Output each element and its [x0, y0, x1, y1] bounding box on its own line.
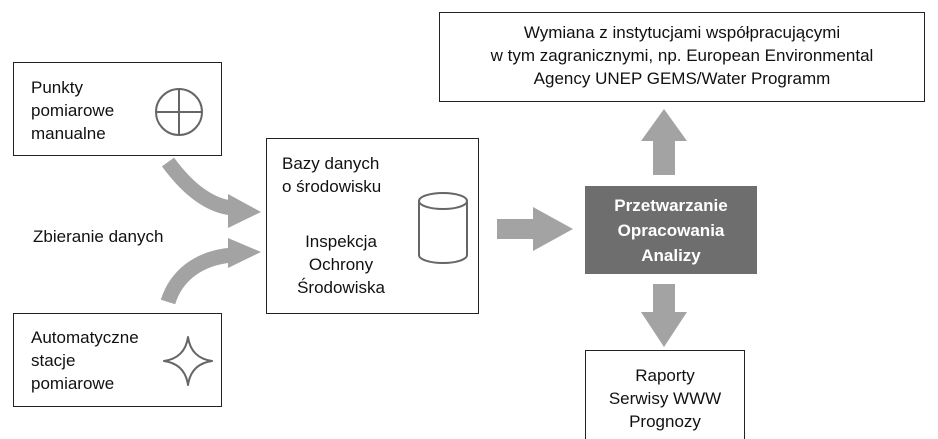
reports-line: Serwisy WWW [608, 389, 722, 408]
reports-label: Raporty Serwisy WWW Prognozy [587, 364, 743, 433]
circle-cross-icon [155, 88, 203, 136]
automatic-stations-line: Automatyczne [31, 328, 139, 347]
manual-points-line: manualne [31, 124, 106, 143]
four-point-star-icon [163, 336, 213, 386]
processing-to-reports-arrow [641, 284, 687, 347]
reports-box [585, 350, 745, 439]
exchange-line: Wymiana z instytucjami współpracującymi [523, 23, 841, 42]
automatic-stations-line: stacje [31, 351, 76, 370]
processing-line: Opracowania [617, 220, 725, 240]
manual-to-database-arrow [161, 157, 234, 216]
database-title: Bazy danych o środowisku [282, 152, 381, 198]
exchange-line: w tym zagranicznymi, np. European Enviro… [490, 46, 874, 65]
automatic-stations-line: pomiarowe [31, 374, 115, 393]
automatic-stations-box [13, 313, 222, 407]
manual-to-database-arrowhead [228, 194, 261, 228]
reports-line: Prognozy [629, 412, 701, 431]
processing-to-exchange-arrow [641, 109, 687, 175]
exchange-box [439, 12, 925, 102]
automatic-to-database-arrowhead [228, 238, 261, 268]
database-owner-line: Środowiska [297, 278, 385, 297]
collecting-data-label: Zbieranie danych [33, 227, 164, 246]
cylinder-icon [418, 192, 468, 264]
manual-points-box [13, 62, 222, 156]
database-box [266, 138, 479, 314]
database-owner-line: Ochrony [308, 255, 374, 274]
database-to-processing-arrow [497, 207, 573, 251]
manual-points-line: Punkty [31, 78, 83, 97]
automatic-to-database-arrow [160, 247, 233, 305]
reports-line: Raporty [635, 366, 695, 385]
database-title-line: o środowisku [282, 177, 382, 196]
automatic-stations-label: Automatyczne stacje pomiarowe [31, 326, 139, 395]
database-owner: Inspekcja Ochrony Środowiska [268, 230, 414, 299]
database-title-line: Bazy danych [282, 154, 380, 173]
manual-points-line: pomiarowe [31, 101, 115, 120]
processing-box: Przetwarzanie Opracowania Analizy [585, 186, 757, 274]
exchange-label: Wymiana z instytucjami współpracującymi … [441, 21, 923, 90]
manual-points-label: Punkty pomiarowe manualne [31, 76, 114, 145]
database-owner-line: Inspekcja [305, 232, 377, 251]
processing-line: Analizy [641, 245, 701, 265]
exchange-line: Agency UNEP GEMS/Water Programm [533, 69, 831, 88]
processing-line: Przetwarzanie [614, 195, 728, 215]
